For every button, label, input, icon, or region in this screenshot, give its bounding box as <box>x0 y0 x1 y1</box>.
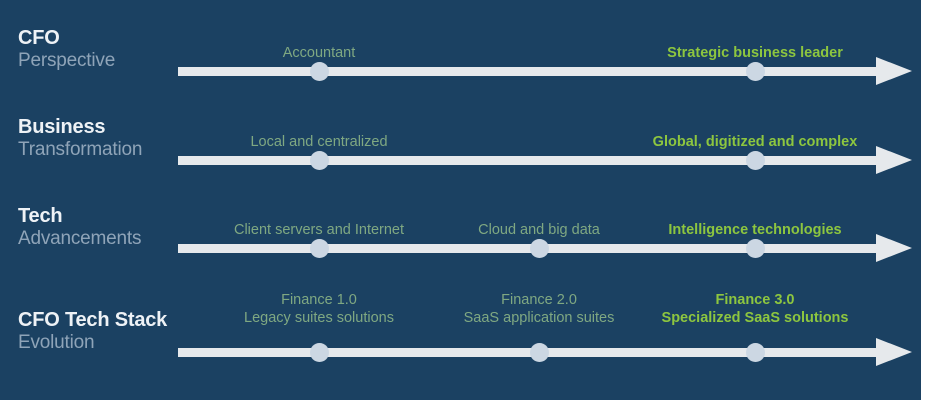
arrow-head-icon <box>876 338 912 366</box>
stage-caption-line: Cloud and big data <box>478 222 600 238</box>
stage-caption-line: Specialized SaaS solutions <box>661 309 849 326</box>
stage-caption-line: Accountant <box>282 45 356 61</box>
row-label-title: Tech <box>18 205 63 227</box>
timeline-marker[interactable] <box>529 343 549 362</box>
stage-caption-line: Intelligence technologies <box>668 222 842 238</box>
stage-caption-line: Finance 2.0 <box>501 292 577 308</box>
stage-caption: Accountant <box>283 45 356 63</box>
timeline-marker[interactable] <box>745 62 765 81</box>
right-edge-strip <box>921 0 933 400</box>
stage-caption: Global, digitized and complex <box>653 134 858 152</box>
row-label-subtitle: Evolution <box>18 332 95 353</box>
timeline-marker[interactable] <box>309 62 329 81</box>
row-label-subtitle: Transformation <box>18 139 143 160</box>
timeline-track <box>178 67 878 76</box>
timeline-marker[interactable] <box>745 239 765 258</box>
stage-caption-line: Strategic business leader <box>667 45 843 61</box>
row-label-title: Business <box>18 116 106 138</box>
timeline-arrow <box>178 145 912 175</box>
row-label-subtitle: Advancements <box>18 228 142 249</box>
timeline-marker[interactable] <box>309 343 329 362</box>
stage-caption-line: Local and centralized <box>250 134 388 150</box>
row-label-subtitle: Perspective <box>18 50 116 71</box>
row-label-title: CFO Tech Stack <box>18 309 168 331</box>
timeline-arrow <box>178 56 912 86</box>
stage-caption-line: Legacy suites solutions <box>244 309 394 326</box>
timeline-marker[interactable] <box>309 239 329 258</box>
timeline-track <box>178 348 878 357</box>
arrow-head-icon <box>876 234 912 262</box>
arrow-head-icon <box>876 146 912 174</box>
timeline-marker[interactable] <box>529 239 549 258</box>
timeline-arrow <box>178 233 912 263</box>
timeline-track <box>178 156 878 165</box>
stage-caption: Cloud and big data <box>478 222 600 240</box>
stage-caption: Client servers and Internet <box>234 222 404 240</box>
timeline-track <box>178 244 878 253</box>
stage-caption-line: Finance 1.0 <box>281 292 357 308</box>
stage-caption-line: SaaS application suites <box>463 309 615 326</box>
stage-caption-line: Client servers and Internet <box>233 222 405 238</box>
timeline-arrow <box>178 337 912 367</box>
timeline-marker[interactable] <box>745 343 765 362</box>
stage-caption: Intelligence technologies <box>668 222 841 240</box>
row-label-title: CFO <box>18 27 60 49</box>
stage-caption-line: Finance 3.0 <box>715 292 795 308</box>
timeline-marker[interactable] <box>745 151 765 170</box>
stage-caption: Strategic business leader <box>667 45 843 63</box>
stage-caption: Local and centralized <box>250 134 387 152</box>
arrow-head-icon <box>876 57 912 85</box>
stage-caption-line: Global, digitized and complex <box>652 134 858 150</box>
timeline-marker[interactable] <box>309 151 329 170</box>
